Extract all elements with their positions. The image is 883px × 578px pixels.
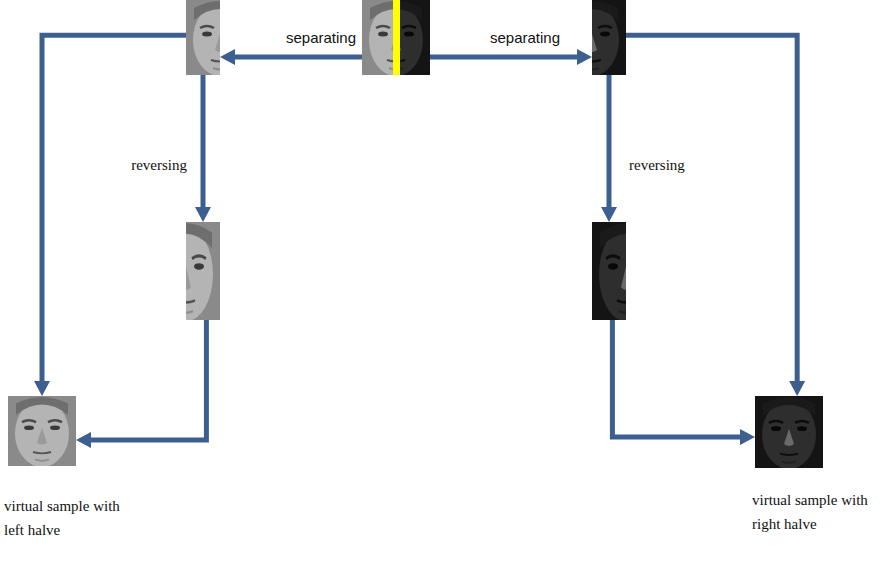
- flow-arrow: [220, 49, 362, 65]
- virtual-sample-image: virtual sample with left halve: [8, 396, 76, 466]
- arrow-head: [577, 49, 592, 65]
- flow-arrow: [76, 320, 206, 448]
- connector-line: [42, 35, 186, 384]
- virtual-sample-image: virtual sample with right halve: [755, 396, 823, 468]
- connector-line: [430, 55, 580, 60]
- step-label: separating: [488, 28, 562, 48]
- image-caption: virtual sample with right halve: [752, 488, 876, 536]
- arrow-head: [601, 207, 617, 222]
- flow-arrow: [626, 35, 805, 396]
- step-label: reversing: [627, 156, 687, 176]
- virtual-left-face: [8, 396, 76, 467]
- flow-arrow: [195, 75, 211, 222]
- reversed-left-half: [152, 222, 220, 321]
- right-half-face: [558, 0, 626, 76]
- step-label: reversing: [129, 156, 189, 176]
- arrow-head: [789, 381, 805, 396]
- left-half-image: [186, 0, 220, 75]
- dark-half: [362, 0, 430, 76]
- connector-line: [607, 75, 612, 210]
- connector-line: [201, 75, 206, 210]
- arrow-head: [195, 207, 211, 222]
- reversed-right-half: [592, 222, 660, 321]
- arrow-head: [740, 429, 755, 445]
- flow-arrow: [34, 35, 186, 396]
- connector-line: [88, 320, 206, 440]
- left-half-face: [186, 0, 254, 76]
- image-caption: virtual sample with left halve: [4, 494, 132, 542]
- flow-arrow: [601, 75, 617, 222]
- lit-half: [362, 0, 430, 76]
- arrow-head: [76, 432, 91, 448]
- virtual-right-face: [755, 396, 823, 469]
- connector-line: [626, 35, 797, 384]
- connector-line: [232, 55, 362, 60]
- original-face: [362, 0, 430, 76]
- flow-arrow: [430, 49, 592, 65]
- step-label: separating: [284, 28, 358, 48]
- connector-line: [612, 320, 743, 437]
- arrow-head: [34, 381, 50, 396]
- reversed-right-image: [592, 222, 626, 320]
- reversed-left-image: [186, 222, 220, 320]
- flow-arrow: [612, 320, 755, 445]
- face-image: [362, 0, 430, 75]
- split-line: [393, 0, 400, 75]
- arrow-head: [220, 49, 235, 65]
- right-half-image: [592, 0, 626, 75]
